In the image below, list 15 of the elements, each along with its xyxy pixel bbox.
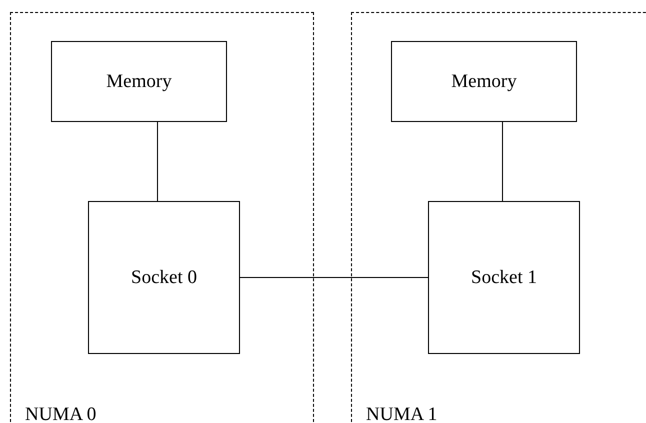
socket-box bbox=[428, 201, 580, 354]
connector-line bbox=[157, 122, 158, 202]
node-label: Socket 1 bbox=[471, 266, 537, 288]
node-label: Memory bbox=[106, 70, 172, 92]
region-panel bbox=[10, 12, 314, 423]
region-panel bbox=[351, 12, 646, 423]
connector-line bbox=[502, 122, 503, 202]
node-label: Socket 0 bbox=[131, 266, 197, 288]
socket-box bbox=[88, 201, 240, 354]
region-label: NUMA 1 bbox=[366, 404, 438, 423]
memory-box bbox=[51, 41, 227, 122]
memory-box bbox=[391, 41, 577, 122]
node-label: Memory bbox=[451, 70, 517, 92]
connector-line bbox=[240, 277, 428, 278]
region-label: NUMA 0 bbox=[25, 404, 96, 423]
